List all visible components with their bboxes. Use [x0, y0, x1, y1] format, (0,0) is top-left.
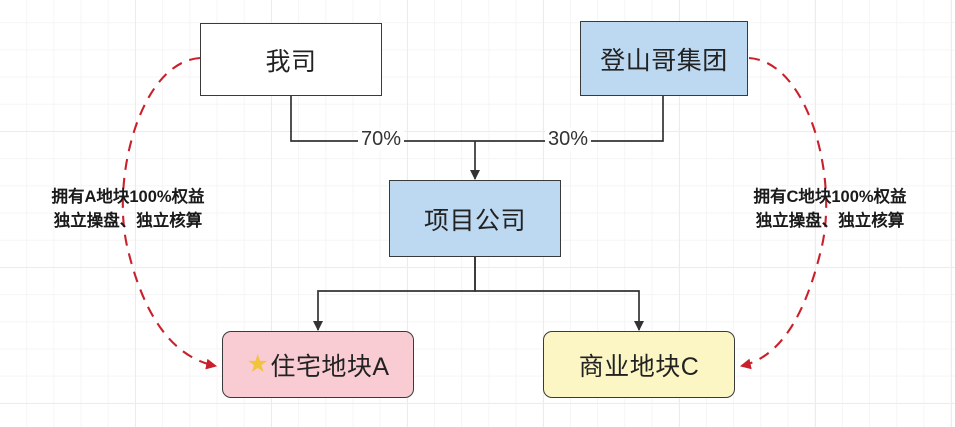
annotation-left: 拥有A地块100%权益 独立操盘、独立核算	[14, 186, 242, 234]
node-our-company[interactable]: 我司	[200, 23, 382, 96]
node-plot-a-label: 住宅地块A	[270, 352, 390, 381]
connector-project-company-to-plot-a	[312, 257, 476, 332]
node-plot-c-label: 商业地块C	[578, 352, 700, 381]
node-plot-c[interactable]: 商业地块C	[543, 331, 735, 398]
node-dengshan-group-label: 登山哥集团	[600, 46, 728, 75]
annotation-left-line2: 独立操盘、独立核算	[53, 211, 203, 230]
node-project-company-label: 项目公司	[423, 206, 526, 235]
node-dengshan-group[interactable]: 登山哥集团	[580, 21, 748, 96]
node-project-company[interactable]: 项目公司	[389, 180, 561, 257]
connector-project-company-to-plot-c	[474, 257, 645, 332]
connector-our-company-to-bus	[290, 96, 475, 142]
annotation-right-line1: 拥有C地块100%权益	[753, 188, 907, 206]
dashed-link-dengshan-to-plot-c	[739, 56, 828, 370]
annotation-right-line2: 独立操盘、独立核算	[755, 211, 905, 230]
annotation-left-line1: 拥有A地块100%权益	[51, 188, 205, 206]
edge-label-share-dengshan-group: 30%	[545, 128, 592, 151]
node-plot-a[interactable]: ★ 住宅地块A	[222, 331, 414, 398]
node-our-company-label: 我司	[265, 47, 317, 76]
edge-label-share-our-company: 70%	[358, 128, 405, 151]
annotation-right: 拥有C地块100%权益 独立操盘、独立核算	[716, 186, 944, 234]
star-icon: ★	[246, 350, 270, 378]
dashed-link-our-company-to-plot-a	[121, 56, 218, 370]
connector-dengshan-to-bus	[475, 96, 664, 142]
